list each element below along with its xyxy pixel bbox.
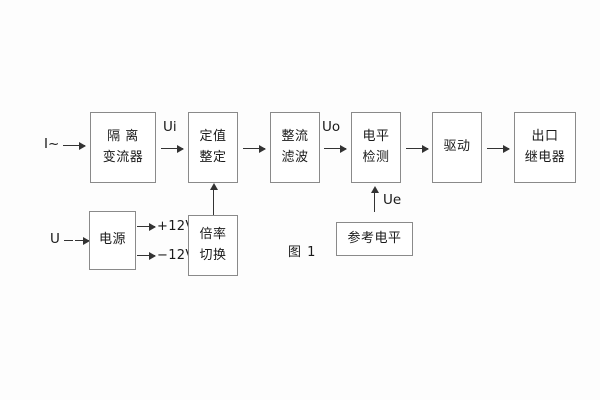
block-reference-level: 参考电平 — [336, 222, 413, 256]
block-ratio-switch-line-2: 切换 — [199, 247, 227, 263]
block-rectify-filter-line-2: 滤波 — [281, 149, 309, 165]
arrow-current-to-isolation-ct — [63, 141, 86, 150]
block-setting-line-1: 定值 — [199, 129, 227, 145]
block-rectify-filter: 整流 滤波 — [270, 112, 320, 183]
block-level-detect-line-2: 检测 — [362, 149, 390, 165]
rail-label-neg12: −12V — [157, 248, 195, 263]
block-isolation-ct: 隔 离 变流器 — [90, 112, 156, 183]
arrow-drive-to-output-relay — [487, 144, 510, 153]
rail-label-pos12: +12V — [157, 219, 195, 234]
block-output-relay-line-1: 出口 — [531, 129, 559, 145]
block-rectify-filter-line-1: 整流 — [281, 129, 309, 145]
block-level-detect-line-1: 电平 — [362, 129, 390, 145]
block-reference-level-line-1: 参考电平 — [347, 230, 402, 246]
arrow-voltage-to-power-supply — [75, 236, 90, 245]
arrow-ratio-switch-to-setting — [209, 183, 218, 215]
lead-voltage-input — [64, 240, 73, 241]
block-drive-line-1: 驱动 — [443, 139, 471, 155]
figure-caption: 图 1 — [288, 245, 317, 260]
block-isolation-ct-line-1: 隔 离 — [107, 129, 139, 145]
block-power-supply: 电源 — [89, 211, 136, 270]
block-drive: 驱动 — [432, 112, 482, 183]
arrow-reference-level-to-level-detect — [370, 186, 379, 212]
input-label-current: I~ — [44, 136, 60, 152]
signal-label-ui: Ui — [163, 119, 177, 135]
input-label-voltage: U — [50, 231, 60, 247]
block-ratio-switch: 倍率 切换 — [188, 215, 238, 276]
block-setting: 定值 整定 — [188, 112, 238, 183]
arrow-rail-neg12 — [137, 251, 156, 260]
signal-label-ue: Ue — [383, 192, 402, 208]
block-isolation-ct-line-2: 变流器 — [102, 149, 144, 165]
block-output-relay-line-2: 继电器 — [524, 149, 566, 165]
block-power-supply-line-1: 电源 — [98, 232, 126, 248]
arrow-level-detect-to-drive — [406, 144, 429, 153]
block-ratio-switch-line-1: 倍率 — [199, 227, 227, 243]
arrow-setting-to-rectify-filter — [243, 144, 266, 153]
block-output-relay: 出口 继电器 — [514, 112, 576, 183]
arrow-rectify-filter-to-level-detect — [324, 144, 347, 153]
arrow-isolation-ct-to-setting — [161, 144, 184, 153]
signal-label-uo: Uo — [322, 119, 341, 135]
block-level-detect: 电平 检测 — [351, 112, 401, 183]
arrow-rail-pos12 — [137, 222, 156, 231]
block-setting-line-2: 整定 — [199, 149, 227, 165]
